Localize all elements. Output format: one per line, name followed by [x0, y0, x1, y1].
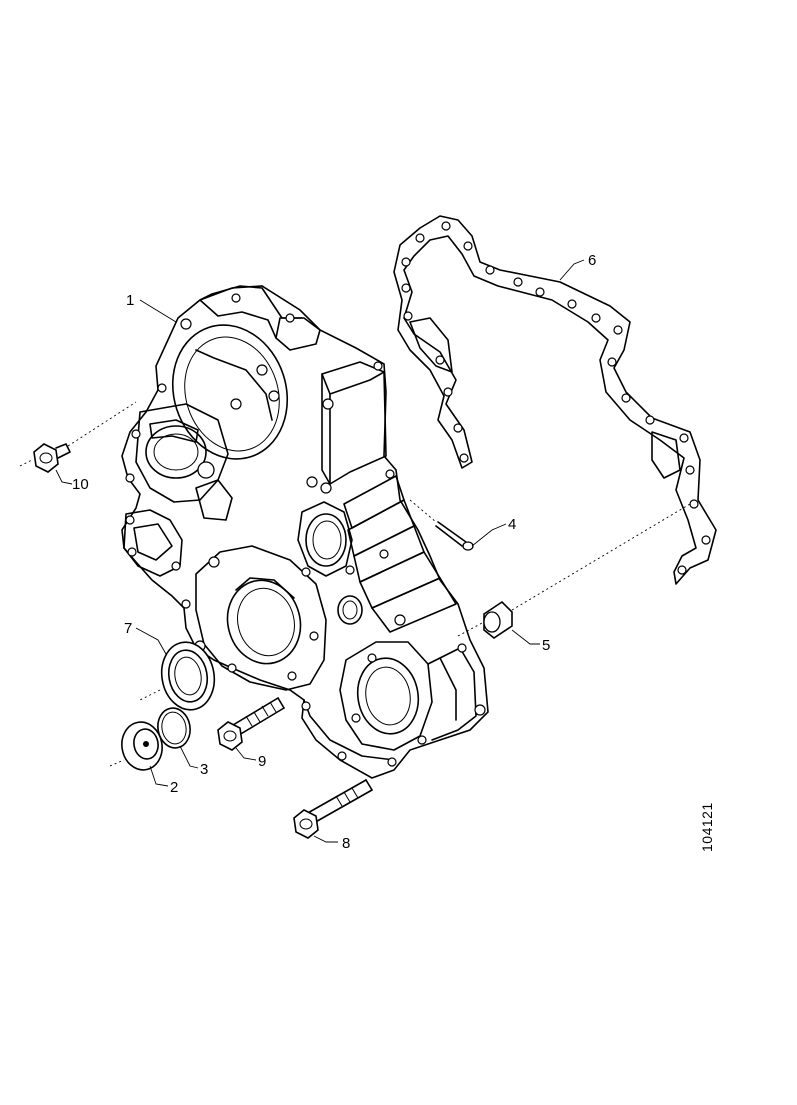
callout-3: 3 — [200, 761, 208, 778]
leader-lines — [55, 259, 585, 843]
drawing-reference-number: 104121 — [699, 802, 715, 852]
callout-10: 10 — [72, 476, 89, 493]
sleeve-part-5 — [457, 503, 691, 639]
callout-6: 6 — [588, 252, 596, 269]
callout-8: 8 — [342, 835, 350, 852]
bolt-part-10 — [19, 401, 137, 473]
callout-7: 7 — [124, 620, 132, 637]
callout-1: 1 — [126, 292, 134, 309]
callout-labels: 1 10 4 5 6 7 2 3 9 8 — [72, 252, 596, 852]
callout-5: 5 — [542, 637, 550, 654]
gasket-part-6 — [393, 215, 717, 585]
o-ring-part-3 — [157, 707, 191, 749]
seal-part-7 — [139, 641, 216, 711]
bolt-part-9 — [217, 697, 285, 751]
cap-part-2 — [109, 721, 163, 771]
housing-part-1 — [121, 285, 489, 779]
callout-2: 2 — [170, 779, 178, 796]
callout-9: 9 — [258, 753, 266, 770]
callout-4: 4 — [508, 516, 516, 533]
bolt-part-8 — [293, 779, 373, 839]
pin-part-4 — [409, 499, 474, 551]
